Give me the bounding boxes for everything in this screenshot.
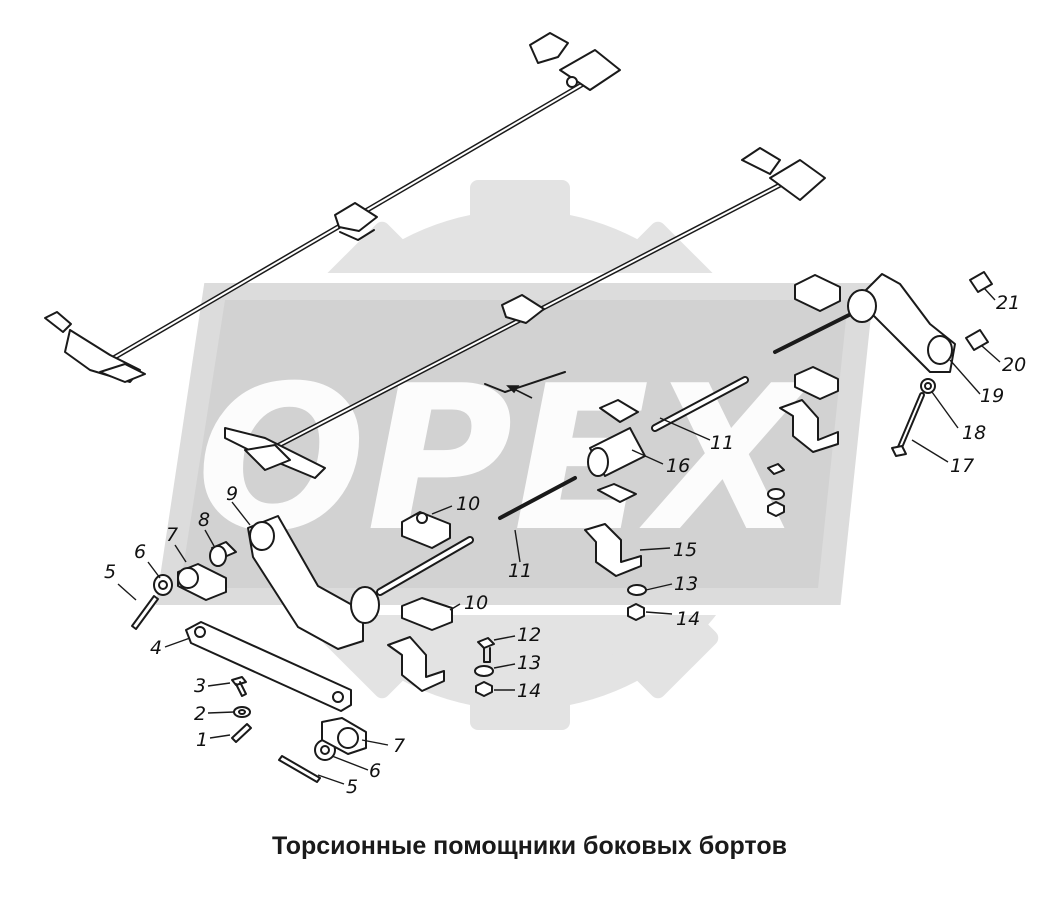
callout-10-lower: 10 <box>464 592 489 614</box>
part-5-cotter-pin-upper <box>131 595 159 630</box>
watermark-badge: ОРЕХ <box>144 273 886 615</box>
part-11-torsion-bar-right <box>651 310 857 432</box>
callout-6-lower: 6 <box>369 760 382 782</box>
direction-arrow <box>506 385 533 399</box>
callout-18: 18 <box>962 422 987 444</box>
callout-13-lower: 13 <box>517 652 542 674</box>
part-12-bolt <box>477 637 495 663</box>
part-21-bushing <box>969 271 993 293</box>
part-9-lever <box>247 515 380 650</box>
part-4-link-bar <box>185 621 352 712</box>
part-20-bushing <box>965 329 989 351</box>
callout-6-upper: 6 <box>134 541 147 563</box>
callout-2: 2 <box>194 703 207 725</box>
part-13-washer-upper <box>627 584 647 596</box>
part-17-long-bolt <box>891 392 925 457</box>
part-6-washer-upper <box>153 574 173 596</box>
callout-5-lower: 5 <box>346 776 359 798</box>
callout-5-upper: 5 <box>104 561 117 583</box>
part-7-bushing-upper <box>177 563 227 601</box>
diagram-caption: Торсионные помощники боковых бортов <box>272 832 787 860</box>
callout-10-upper: 10 <box>456 493 481 515</box>
part-5-cotter-pin-lower <box>278 755 321 783</box>
callout-11-right: 11 <box>710 432 735 454</box>
part-11-torsion-bar-left <box>376 476 577 596</box>
callout-7-upper: 7 <box>166 524 179 546</box>
part-14-nut-upper <box>627 603 645 621</box>
callout-8: 8 <box>198 509 211 531</box>
callout-14-lower: 14 <box>517 680 542 702</box>
callout-19: 19 <box>980 385 1005 407</box>
callout-21: 21 <box>996 292 1021 314</box>
part-14-nut-lower <box>475 681 493 697</box>
callout-1: 1 <box>196 729 209 751</box>
callout-7-lower: 7 <box>393 735 406 757</box>
callout-3: 3 <box>194 675 207 697</box>
part-1-cotter-pin <box>231 723 252 743</box>
part-13-washer-lower <box>474 665 494 677</box>
part-2-washer <box>233 706 251 718</box>
part-10-clamp-pad-lower <box>401 597 453 631</box>
part-15-bracket <box>387 399 839 692</box>
part-18-washer <box>920 378 936 394</box>
callout-12: 12 <box>517 624 542 646</box>
part-19-lever <box>847 273 956 373</box>
callout-9: 9 <box>226 483 239 505</box>
callout-11-left: 11 <box>508 560 533 582</box>
part-8-sleeve <box>209 541 237 567</box>
right-clamp-pads <box>794 274 841 400</box>
callout-15: 15 <box>673 539 698 561</box>
lower-torsion-rod-assembly <box>224 147 826 479</box>
callout-17: 17 <box>950 455 975 477</box>
callout-20: 20 <box>1002 354 1027 376</box>
part-7-bushing-lower <box>321 717 367 755</box>
part-3-bolt <box>231 676 247 697</box>
callout-16: 16 <box>666 455 691 477</box>
upper-torsion-rod-assembly <box>44 32 621 383</box>
part-10-clamp-pad-upper <box>401 511 451 549</box>
callout-13-upper: 13 <box>674 573 699 595</box>
callout-4: 4 <box>150 637 163 659</box>
callout-14-upper: 14 <box>676 608 701 630</box>
right-bolt-stack <box>767 463 785 517</box>
leader-lines <box>117 287 1001 785</box>
